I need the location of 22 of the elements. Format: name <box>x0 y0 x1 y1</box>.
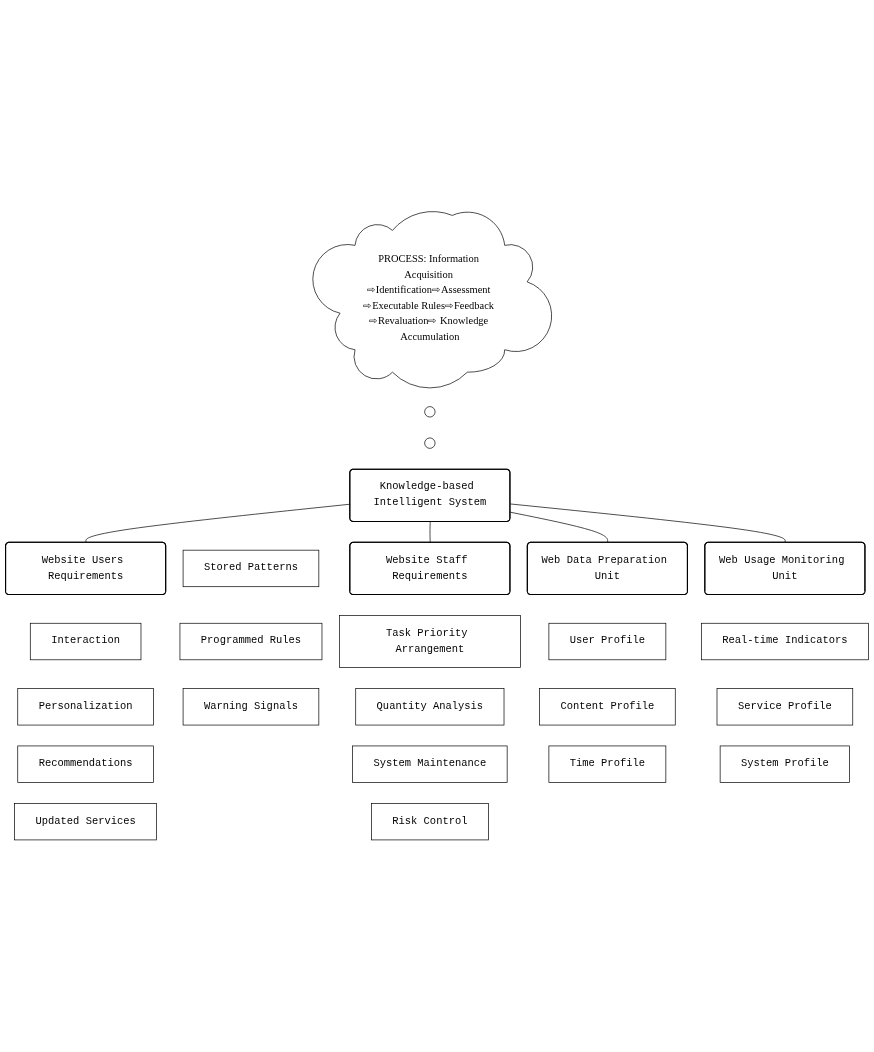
node-box: Quantity Analysis <box>355 688 505 726</box>
node-circle <box>424 437 436 449</box>
node-box: Content Profile <box>539 688 676 726</box>
connector <box>429 521 431 544</box>
node-circle <box>424 406 436 418</box>
node-box: Programmed Rules <box>179 623 323 661</box>
node-box: Interaction <box>29 623 142 661</box>
node-box: Risk Control <box>371 803 489 841</box>
node-box: Updated Services <box>14 803 157 841</box>
node-box: Recommendations <box>17 745 154 784</box>
node-box: Real-time Indicators <box>701 623 869 661</box>
node-box: Task Priority Arrangement <box>339 615 521 669</box>
node-box: System Maintenance <box>352 745 508 784</box>
node-box: Personalization <box>17 688 154 726</box>
node-box: Warning Signals <box>182 688 320 726</box>
connector <box>509 512 609 544</box>
node-box: Time Profile <box>548 745 667 784</box>
node-box: System Profile <box>719 745 850 784</box>
node-box: Service Profile <box>716 688 854 726</box>
connector <box>509 503 786 544</box>
node-box: User Profile <box>548 623 667 661</box>
node-box: Stored Patterns <box>182 550 320 588</box>
